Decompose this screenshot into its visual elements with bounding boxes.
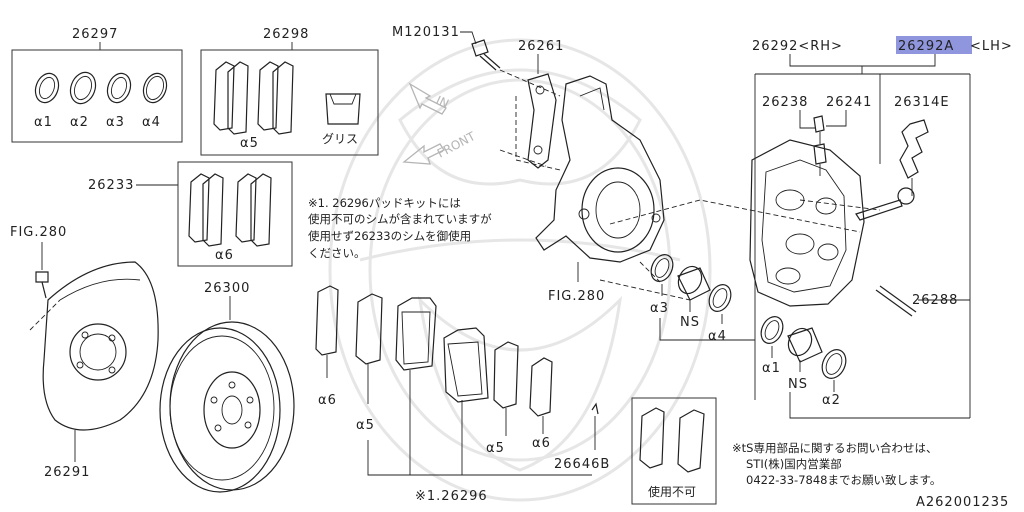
shield-bolt <box>35 271 49 299</box>
in-arrow-icon <box>408 82 447 115</box>
brake-caliper <box>749 139 865 307</box>
knuckle-backing-plate <box>527 73 557 169</box>
note1-line2: 使用不可のシムが含まれていますが <box>308 212 492 226</box>
label-26314e: 26314E <box>894 95 950 110</box>
label-fig280-mid: FIG.280 <box>548 289 605 304</box>
steering-knuckle <box>535 75 665 263</box>
label-26646b: 26646B <box>554 457 610 472</box>
pad-shim-a6-left <box>315 285 339 356</box>
highlight-26292a <box>896 36 972 54</box>
label-26300: 26300 <box>204 281 250 296</box>
label-ns-lower: NS <box>788 377 808 392</box>
note2-line3: 0422-33-7848までお願い致します。 <box>746 473 941 487</box>
piston-seal-lower <box>760 316 847 379</box>
shim-set-a6 <box>188 173 272 247</box>
label-lh: <LH> <box>970 39 1013 54</box>
unusable-shim-box <box>631 397 717 505</box>
label-a5-right: α5 <box>486 441 505 456</box>
label-a6-box: α6 <box>215 248 234 263</box>
diagram-code: A262001235 <box>916 495 1009 510</box>
label-a4: α4 <box>142 115 161 130</box>
brake-pad-outer <box>395 297 437 371</box>
label-26233: 26233 <box>88 178 134 193</box>
label-unusable: 使用不可 <box>648 484 696 499</box>
shim-kit-box <box>177 161 293 267</box>
label-grease: グリス <box>322 132 358 146</box>
label-26291: 26291 <box>44 465 90 480</box>
pad-spring <box>899 119 929 179</box>
label-26241: 26241 <box>826 95 872 110</box>
label-a5-left: α5 <box>356 418 375 433</box>
label-26288: 26288 <box>912 293 958 308</box>
label-a6-right: α6 <box>532 436 551 451</box>
label-26298: 26298 <box>263 27 309 42</box>
label-a4-right: α4 <box>708 329 727 344</box>
label-in: IN <box>434 93 451 111</box>
label-a2: α2 <box>70 115 89 130</box>
note1-line3: 使用せず26233のシムを御使用 <box>308 229 471 243</box>
label-front: FRONT <box>435 129 478 161</box>
label-26261: 26261 <box>518 39 564 54</box>
piston-seal-upper <box>650 254 732 312</box>
label-a1-right: α1 <box>762 361 781 376</box>
label-a3: α3 <box>106 115 125 130</box>
label-26292-rh: 26292<RH> <box>752 39 843 54</box>
label-m120131: M120131 <box>392 25 460 40</box>
dust-shield <box>29 261 159 431</box>
label-26292a: 26292A <box>898 39 954 54</box>
label-26297: 26297 <box>72 27 118 42</box>
label-a5-box: α5 <box>240 136 259 151</box>
note1-line4: ください。 <box>308 246 366 260</box>
shim-grease-box <box>200 49 379 156</box>
label-a1: α1 <box>34 115 53 130</box>
seal-rings <box>34 71 168 105</box>
bleeder-screw <box>813 115 827 165</box>
watermark-emblem <box>328 38 712 502</box>
brake-pad-inner <box>443 327 489 403</box>
unusable-shims <box>639 407 705 473</box>
shim-set-a5 <box>213 61 294 135</box>
pad-shim-a5-left <box>355 293 383 365</box>
note1-line1: ※1. 26296パッドキットには <box>308 196 461 210</box>
pad-clip <box>591 402 599 415</box>
caliper-bolt <box>471 39 501 71</box>
label-a3-right: α3 <box>650 301 669 316</box>
brake-rotor <box>159 321 295 493</box>
label-26238: 26238 <box>762 95 808 110</box>
pad-pin-clip <box>855 187 915 221</box>
label-ns-upper: NS <box>680 315 700 330</box>
pad-pin <box>875 285 917 317</box>
label-a2-right: α2 <box>822 393 841 408</box>
label-fig280-left: FIG.280 <box>10 225 67 240</box>
grease-packet <box>325 93 361 125</box>
note2-line2: STI(株)国内営業部 <box>746 457 842 471</box>
label-26296: ※1.26296 <box>415 489 488 504</box>
seal-kit-box <box>11 49 183 143</box>
label-a6-left: α6 <box>318 393 337 408</box>
pad-shim-a6-right <box>529 357 553 417</box>
front-arrow-icon <box>402 143 445 165</box>
note2-line1: ※tS専用部品に関するお問い合わせは、 <box>732 441 937 455</box>
pad-shim-a5-right <box>493 341 519 409</box>
